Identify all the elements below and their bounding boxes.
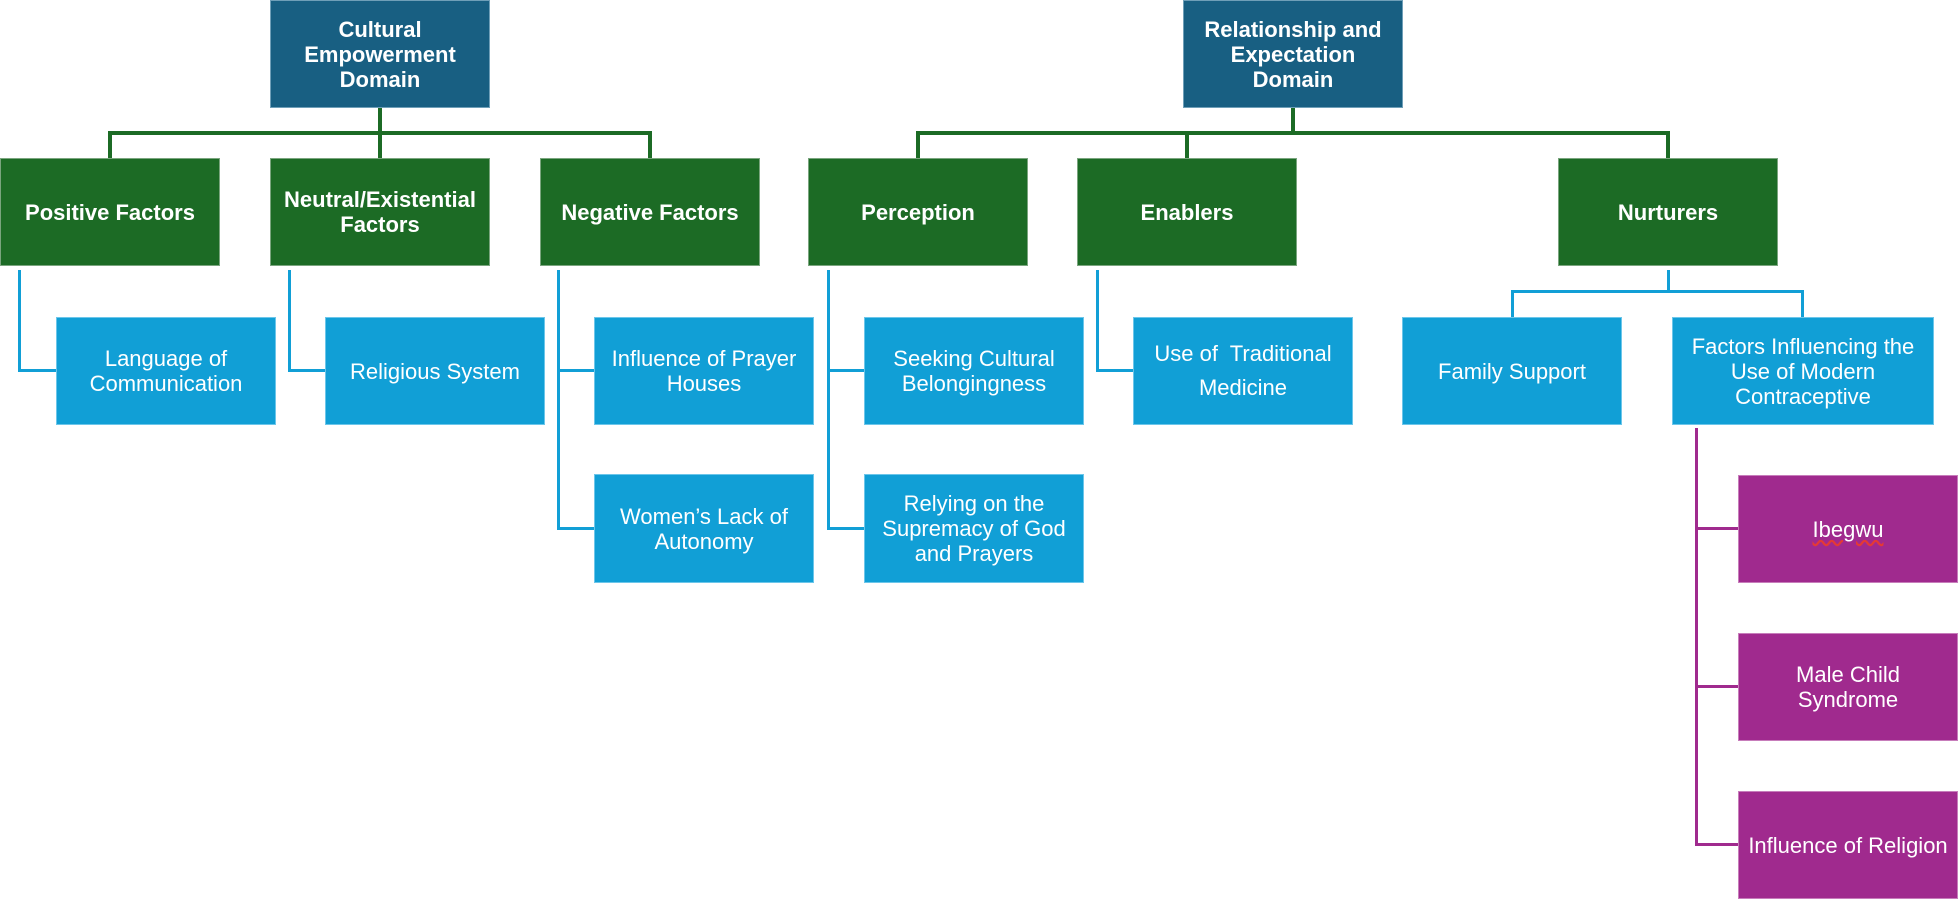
connector [827, 527, 864, 530]
theme-use-of-traditional-medicine: Use of Traditional Medicine [1133, 317, 1353, 425]
connector [18, 270, 21, 372]
connector [1695, 843, 1738, 846]
connector [1695, 428, 1698, 846]
connector [1801, 290, 1804, 317]
theme-label: Family Support [1438, 358, 1586, 384]
connector [1096, 270, 1099, 372]
category-label: Negative Factors [561, 199, 739, 225]
category-label: Enablers [1140, 199, 1234, 225]
subtheme-label: Influence of Religion [1748, 832, 1948, 858]
theme-factors-influencing-modern-contraceptive: Factors Influencing the Use of Modern Co… [1672, 317, 1934, 425]
connector [827, 270, 830, 530]
connector [557, 270, 560, 530]
subtheme-ibegwu: Ibegwu [1738, 475, 1958, 583]
connector [378, 108, 382, 135]
connector [378, 131, 382, 158]
theme-relying-on-supremacy-of-god: Relying on the Supremacy of God and Pray… [864, 474, 1084, 583]
connector [1185, 131, 1189, 158]
theme-seeking-cultural-belongingness: Seeking Cultural Belongingness [864, 317, 1084, 425]
connector [916, 131, 920, 158]
category-label: Perception [861, 199, 975, 225]
connector [1511, 290, 1514, 317]
connector [1096, 369, 1133, 372]
connector [648, 131, 652, 158]
connector [1695, 685, 1738, 688]
theme-label: Seeking Cultural Belongingness [893, 346, 1055, 396]
category-label: Neutral/Existential Factors [284, 187, 476, 237]
connector [557, 369, 594, 372]
theme-label: Language of Communication [89, 346, 243, 396]
theme-womens-lack-of-autonomy: Women’s Lack of Autonomy [594, 474, 814, 583]
connector [916, 131, 1670, 135]
theme-label: Use of Traditional Medicine [1154, 341, 1332, 400]
connector [18, 369, 56, 372]
category-enablers: Enablers [1077, 158, 1297, 266]
connector [1667, 270, 1670, 293]
domain-cultural-empowerment: Cultural Empowerment Domain [270, 0, 490, 108]
connector [1695, 527, 1738, 530]
theme-label: Relying on the Supremacy of God and Pray… [882, 491, 1066, 566]
theme-language-of-communication: Language of Communication [56, 317, 276, 425]
connector [108, 131, 112, 158]
theme-influence-of-prayer-houses: Influence of Prayer Houses [594, 317, 814, 425]
connector [827, 369, 864, 372]
subtheme-label: Male Child Syndrome [1796, 662, 1900, 712]
category-label: Positive Factors [25, 199, 195, 225]
connector [288, 369, 325, 372]
connector [288, 270, 291, 372]
domain-label: Cultural Empowerment Domain [304, 16, 456, 92]
category-negative-factors: Negative Factors [540, 158, 760, 266]
subtheme-influence-of-religion: Influence of Religion [1738, 791, 1958, 899]
theme-label: Women’s Lack of Autonomy [620, 503, 788, 554]
category-perception: Perception [808, 158, 1028, 266]
theme-family-support: Family Support [1402, 317, 1622, 425]
category-nurturers: Nurturers [1558, 158, 1778, 266]
theme-label: Religious System [350, 358, 520, 384]
category-positive-factors: Positive Factors [0, 158, 220, 266]
subtheme-label: Ibegwu [1812, 516, 1884, 542]
subtheme-male-child-syndrome: Male Child Syndrome [1738, 633, 1958, 741]
theme-religious-system: Religious System [325, 317, 545, 425]
theme-label: Influence of Prayer Houses [611, 346, 797, 396]
domain-label: Relationship and Expectation Domain [1204, 16, 1382, 92]
connector [557, 527, 594, 530]
connector [1666, 131, 1670, 158]
theme-label: Factors Influencing the Use of Modern Co… [1691, 333, 1915, 409]
connector [1511, 290, 1804, 293]
connector [1291, 108, 1295, 135]
category-neutral-existential-factors: Neutral/Existential Factors [270, 158, 490, 266]
category-label: Nurturers [1617, 199, 1719, 225]
domain-relationship-expectation: Relationship and Expectation Domain [1183, 0, 1403, 108]
